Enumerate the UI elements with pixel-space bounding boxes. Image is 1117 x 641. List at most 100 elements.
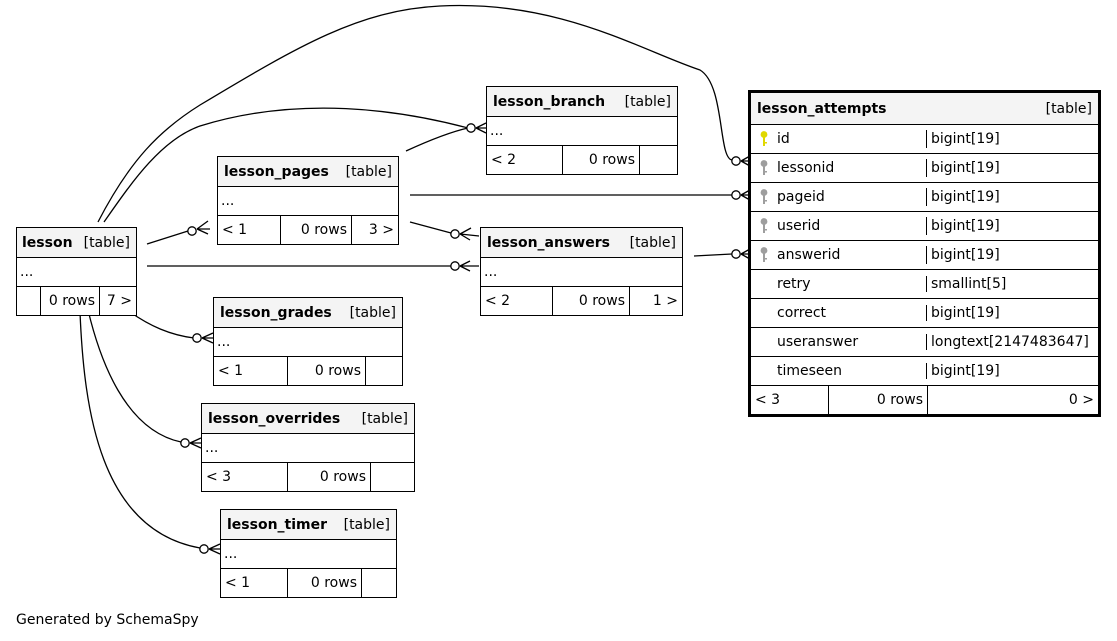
edge-lesson-grades (129, 311, 195, 339)
table-footer: < 2 0 rows (487, 145, 677, 174)
table-lesson-answers[interactable]: lesson_answers [table] ... < 2 0 rows 1 … (480, 227, 683, 316)
row-count: 0 rows (40, 287, 99, 315)
edge-answers-attempts (693, 253, 733, 257)
column-name: useranswer (777, 334, 859, 350)
crows-foot (208, 543, 221, 555)
columns-ellipsis: ... (481, 257, 682, 286)
edge-end-circle (187, 226, 197, 236)
table-footer: < 1 0 rows 3 > (218, 215, 398, 244)
columns-ellipsis: ... (202, 433, 414, 462)
column-name-cell: pageid (751, 188, 927, 206)
children-count: 1 > (629, 287, 682, 315)
table-lesson-timer[interactable]: lesson_timer [table] ... < 1 0 rows (220, 509, 397, 598)
children-count: 3 > (351, 216, 398, 244)
children-count (639, 146, 677, 174)
table-lesson-attempts[interactable]: lesson_attempts [table] id bigint[19] less… (748, 90, 1101, 417)
edge-end-circle (731, 190, 741, 200)
column-row-retry[interactable]: retry smallint[5] (751, 269, 1098, 298)
columns-ellipsis: ... (487, 116, 677, 145)
table-lesson-branch[interactable]: lesson_branch [table] ... < 2 0 rows (486, 86, 678, 175)
table-header: lesson_timer [table] (221, 510, 396, 539)
primary-key-icon (751, 130, 777, 148)
column-name-cell: lessonid (751, 159, 927, 177)
column-name: retry (777, 276, 811, 292)
column-name-cell: id (751, 130, 927, 148)
table-footer: 0 rows 7 > (17, 286, 136, 315)
row-count: 0 rows (287, 463, 370, 491)
edge-end-circle (180, 438, 190, 448)
parents-count (17, 287, 40, 315)
parents-count: < 2 (491, 152, 517, 168)
edge-lesson-overrides (87, 309, 182, 443)
edge-end-circle (450, 229, 460, 239)
table-footer: < 3 0 rows 0 > (751, 385, 1098, 414)
foreign-key-icon (751, 217, 777, 235)
table-name: lesson_grades (220, 304, 332, 321)
edge-lesson-attempts (97, 4, 733, 223)
table-kind: [table] (343, 516, 390, 533)
parents-count: < 1 (218, 363, 244, 379)
foreign-key-icon (751, 246, 777, 264)
table-header: lesson_overrides [table] (202, 404, 414, 433)
edge-end-circle (199, 544, 209, 554)
crows-foot (201, 332, 214, 344)
column-row-useranswer[interactable]: useranswer longtext[2147483647] (751, 327, 1098, 356)
column-name: id (777, 131, 790, 147)
column-name: pageid (777, 189, 825, 205)
edge-end-circle (731, 156, 741, 166)
table-header: lesson_attempts [table] (751, 93, 1098, 124)
column-name-cell: correct (751, 305, 927, 321)
column-name-cell: answerid (751, 246, 927, 264)
table-name: lesson (22, 234, 73, 251)
table-kind: [table] (624, 93, 671, 110)
column-type: bigint[19] (931, 247, 1000, 263)
table-name: lesson_answers (487, 234, 610, 251)
column-name: correct (777, 305, 827, 321)
table-header: lesson_grades [table] (214, 298, 402, 327)
columns-ellipsis: ... (17, 257, 136, 286)
column-type: smallint[5] (931, 276, 1007, 292)
crows-foot (459, 227, 480, 241)
table-footer: < 3 0 rows (202, 462, 414, 491)
children-count: 0 > (927, 386, 1098, 414)
column-type: bigint[19] (931, 305, 1000, 321)
columns-ellipsis: ... (214, 327, 402, 356)
parents-count: < 2 (485, 293, 511, 309)
row-count: 0 rows (562, 146, 639, 174)
crows-foot (475, 122, 487, 134)
table-name: lesson_pages (224, 163, 329, 180)
table-lesson[interactable]: lesson [table] ... 0 rows 7 > (16, 227, 137, 316)
column-row-correct[interactable]: correct bigint[19] (751, 298, 1098, 327)
edge-pages-branch (405, 127, 469, 152)
edge-pages-answers (409, 221, 452, 234)
table-kind: [table] (1045, 100, 1092, 117)
edge-end-circle (192, 333, 202, 343)
row-count: 0 rows (552, 287, 629, 315)
table-footer: < 1 0 rows (221, 568, 396, 597)
crows-foot (189, 437, 202, 449)
column-name: lessonid (777, 160, 835, 176)
columns-ellipsis: ... (221, 539, 396, 568)
column-type: bigint[19] (931, 131, 1000, 147)
column-type: longtext[2147483647] (931, 334, 1089, 350)
column-row-id[interactable]: id bigint[19] (751, 124, 1098, 153)
children-count (361, 569, 396, 597)
column-name: userid (777, 218, 821, 234)
table-lesson-pages[interactable]: lesson_pages [table] ... < 1 0 rows 3 > (217, 156, 399, 245)
edge-end-circle (466, 123, 476, 133)
row-count: 0 rows (828, 386, 927, 414)
table-name: lesson_overrides (208, 410, 341, 427)
children-count (365, 357, 402, 385)
table-lesson-overrides[interactable]: lesson_overrides [table] ... < 3 0 rows (201, 403, 415, 492)
parents-count: < 3 (206, 469, 232, 485)
table-lesson-grades[interactable]: lesson_grades [table] ... < 1 0 rows (213, 297, 403, 386)
table-kind: [table] (629, 234, 676, 251)
table-kind: [table] (349, 304, 396, 321)
children-count (370, 463, 414, 491)
